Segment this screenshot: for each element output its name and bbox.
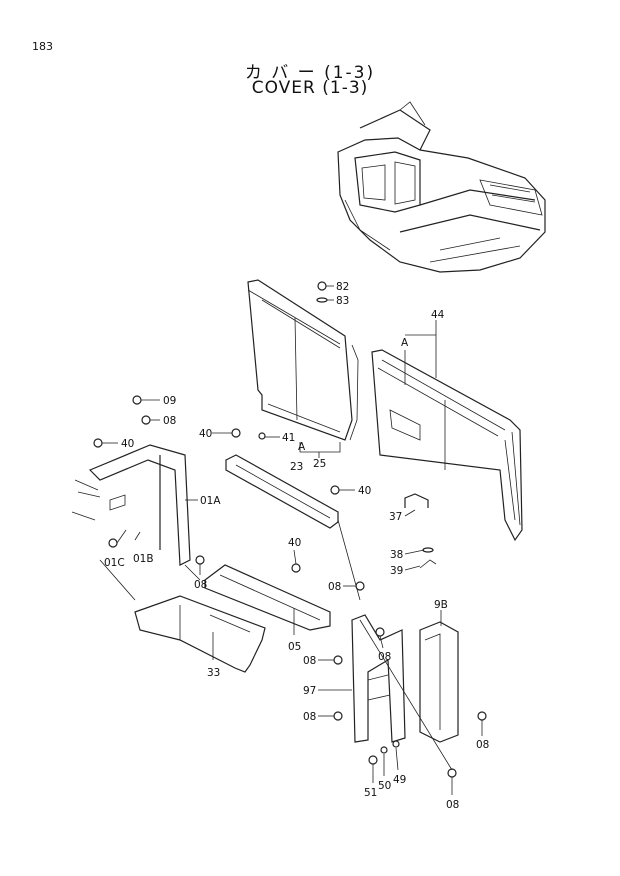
callout-08-frame: 08 (194, 579, 207, 591)
callout-05: 05 (288, 641, 301, 653)
callout-01a: 01A (200, 495, 221, 507)
page-number: 183 (32, 40, 53, 53)
title-japanese: カ バ ー (1-3) (244, 63, 376, 83)
callout-08-bolt-2: 08 (303, 711, 316, 723)
strip-23 (225, 454, 339, 529)
callout-08-stay-top: 08 (378, 651, 391, 663)
callout-50: 50 (378, 780, 391, 792)
callout-08-bottom: 08 (446, 799, 459, 811)
callout-23: 23 (290, 461, 303, 473)
leader-lines (99, 285, 483, 795)
callout-39: 39 (390, 565, 403, 577)
rail-05 (204, 564, 331, 631)
stay-97 (351, 614, 406, 743)
cover-33 (134, 595, 266, 673)
callout-08-bolt-1: 08 (303, 655, 316, 667)
hardware (93, 281, 487, 778)
plate-9b (419, 621, 459, 743)
callout-08-stay: 08 (328, 581, 341, 593)
callout-51: 51 (364, 787, 377, 799)
callout-41: 41 (282, 432, 295, 444)
callout-08-right: 08 (476, 739, 489, 751)
callout-40-rail: 40 (288, 537, 301, 549)
callout-49: 49 (393, 774, 406, 786)
callout-38: 38 (390, 549, 403, 561)
callout-a-upper: A (401, 337, 409, 349)
callout-97: 97 (303, 685, 316, 697)
callout-9b: 9B (434, 599, 448, 611)
callout-82: 82 (336, 281, 349, 293)
callout-labels: 82 83 44 A 09 08 40 40 41 A 25 23 40 01A… (104, 281, 489, 811)
excavator-illustration (337, 101, 546, 273)
callout-40-strip: 40 (358, 485, 371, 497)
callout-37: 37 (389, 511, 402, 523)
callout-44: 44 (431, 309, 445, 321)
cover-panel-upper (247, 279, 359, 441)
handle-37 (404, 493, 429, 508)
callout-25: 25 (313, 458, 326, 470)
callout-40-panel: 40 (199, 428, 212, 440)
callout-40-left: 40 (121, 438, 134, 450)
callout-01c: 01C (104, 557, 125, 569)
callout-01b: 01B (133, 553, 154, 565)
callout-a-lower: A (298, 441, 306, 453)
frame-left (71, 444, 191, 566)
callout-83: 83 (336, 295, 349, 307)
callout-09: 09 (163, 395, 176, 407)
callout-08-top: 08 (163, 415, 176, 427)
title-english: COVER (1-3) (251, 78, 369, 98)
callout-33: 33 (207, 667, 220, 679)
cover-panel-44 (371, 349, 523, 542)
